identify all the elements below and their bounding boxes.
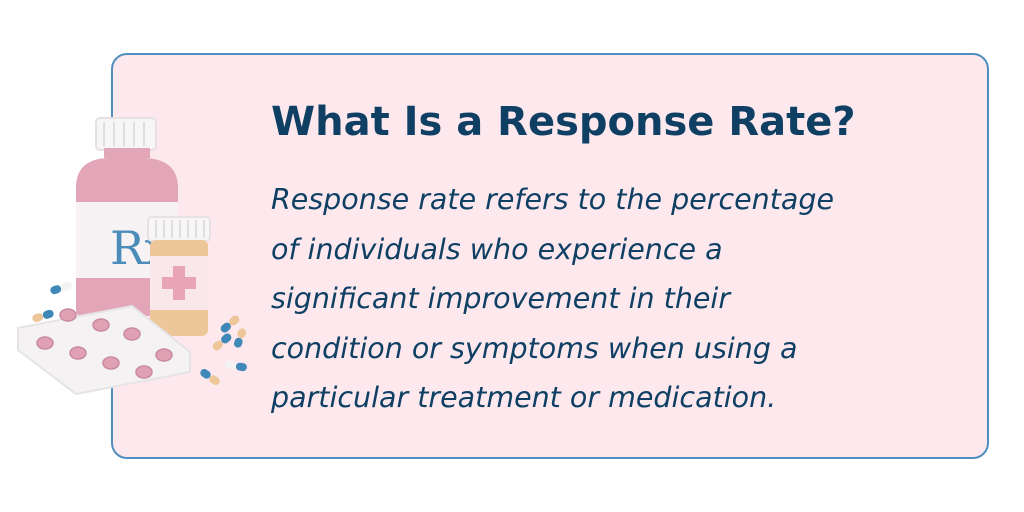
medication-illustration: Rx	[17, 117, 247, 396]
body-line: particular treatment or medication.	[271, 381, 777, 414]
card-body: Response rate refers to the percentage o…	[271, 175, 971, 423]
body-line: condition or symptoms when using a	[271, 331, 798, 365]
body-line: Response rate refers to the percentage	[271, 183, 834, 216]
prescription-bottle-icon: Rx	[76, 117, 178, 316]
body-line: of individuals who experience a	[271, 232, 723, 266]
blister-pack-icon	[17, 304, 191, 396]
pill-bottle-icon	[147, 216, 211, 336]
capsule-icon	[32, 281, 247, 386]
info-card	[111, 53, 989, 459]
body-line: significant improvement in their	[271, 282, 731, 315]
card-title: What Is a Response Rate?	[271, 99, 856, 145]
